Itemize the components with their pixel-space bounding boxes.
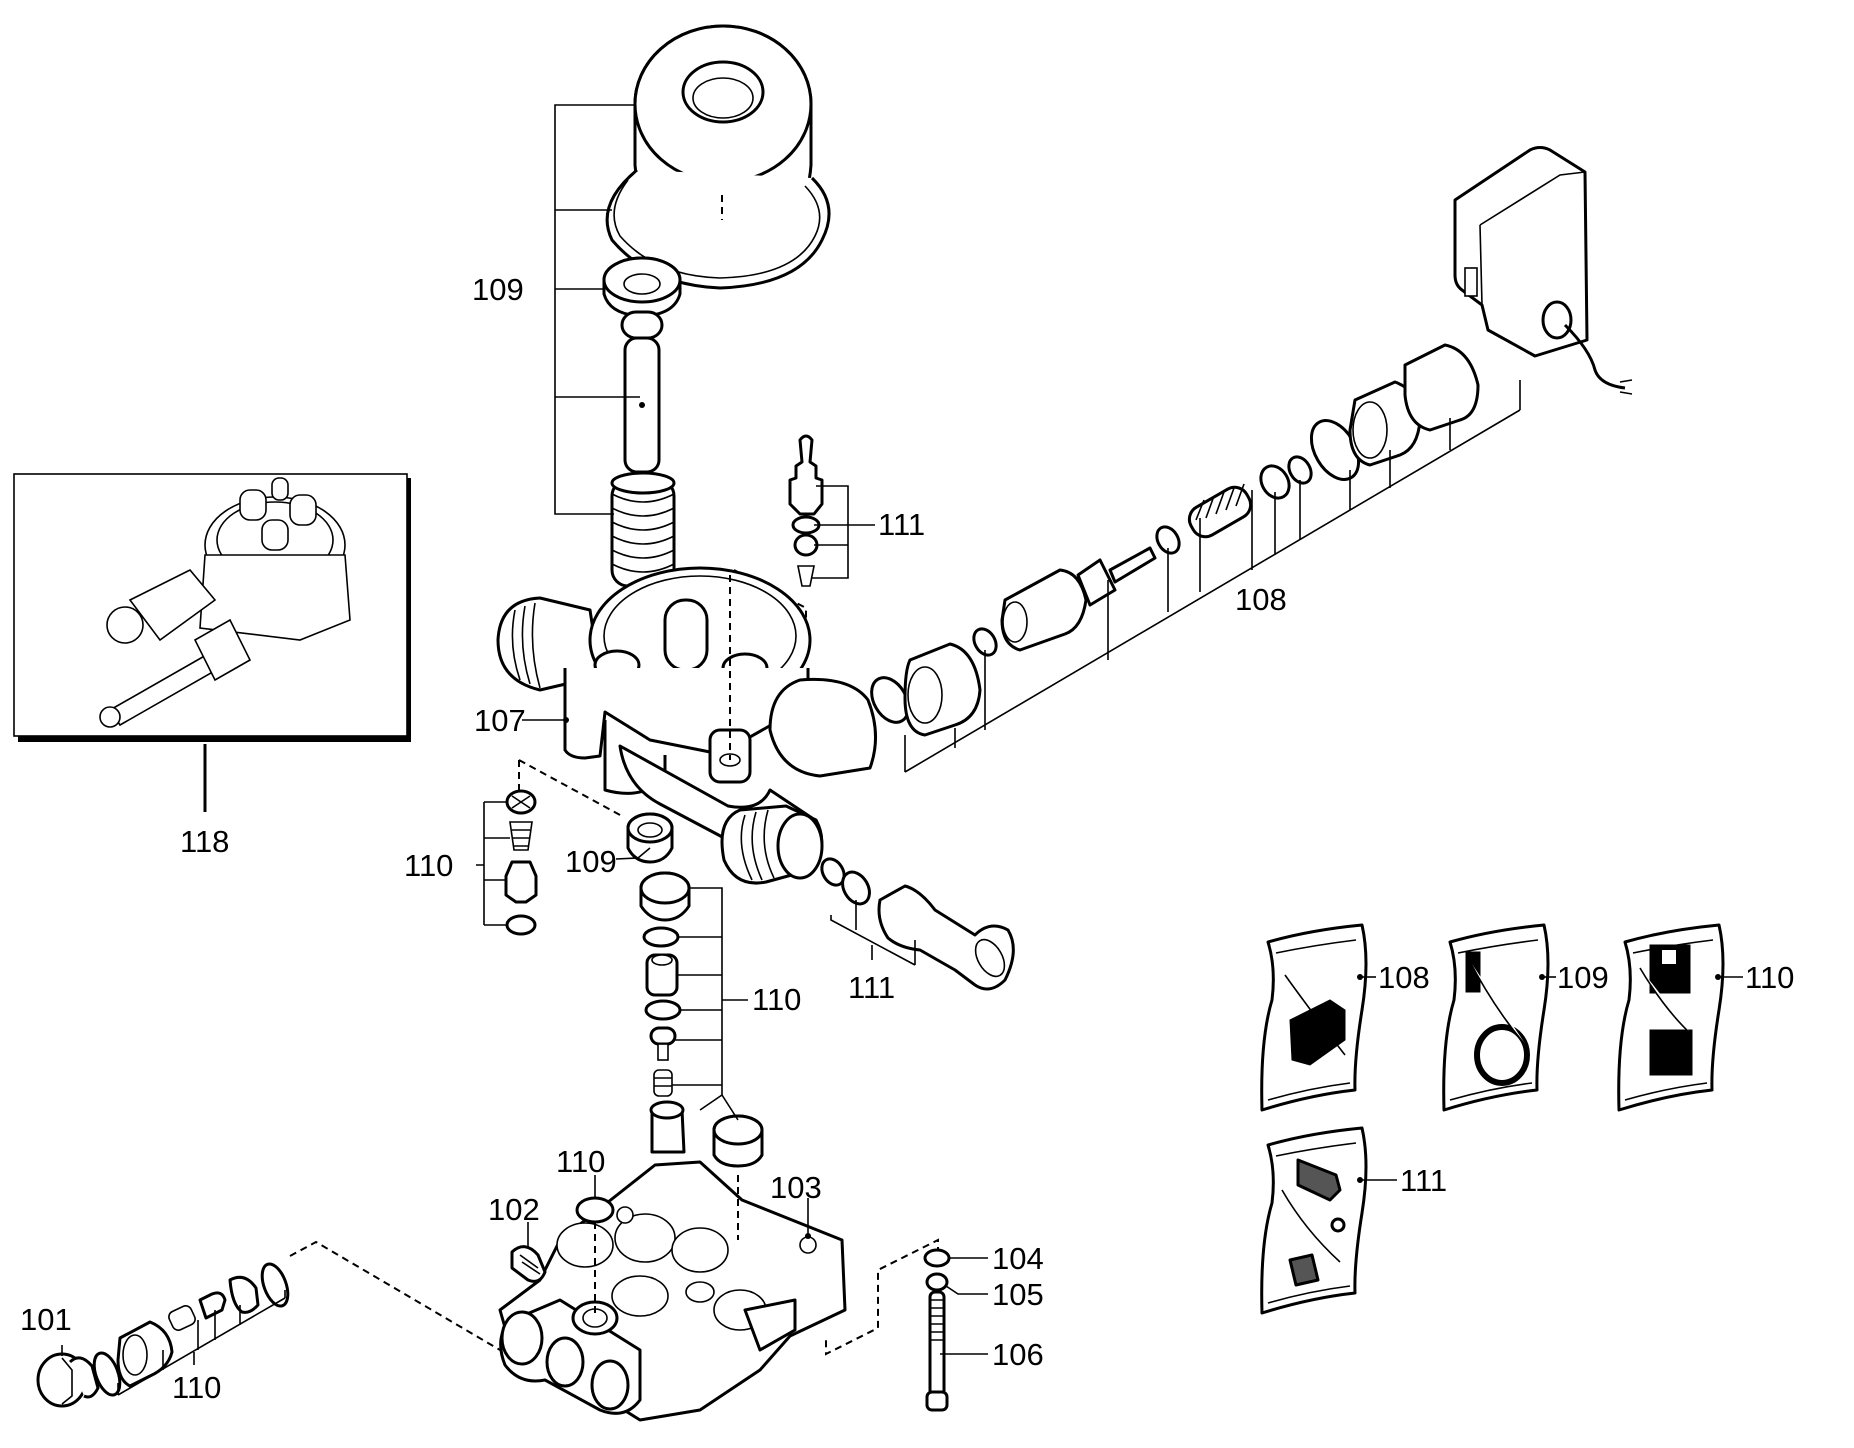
check-valve-kit-icon (1639, 944, 1693, 1076)
callout-109-top: 109 (472, 272, 524, 307)
callout-110-mid: 110 (752, 982, 801, 1017)
callout-104: 104 (992, 1241, 1044, 1276)
callout-107: 107 (474, 703, 526, 738)
kit-bag-110[interactable] (1617, 923, 1743, 1112)
callout-111-mid: 111 (848, 970, 895, 1005)
callout-106: 106 (992, 1337, 1044, 1372)
large-o-ring-part (605, 168, 831, 290)
left-check-valve-parts (476, 759, 621, 936)
callout-108-upper: 108 (1235, 582, 1287, 617)
seal-kit-icon (1465, 951, 1530, 1086)
kit-label-108: 108 (1378, 960, 1430, 995)
callout-110-manifold: 110 (556, 1144, 605, 1179)
assembled-pump-inset (13, 473, 411, 812)
unloader-assembly (870, 146, 1633, 773)
kit-bag-111[interactable] (1260, 1126, 1397, 1315)
kit-bag-109[interactable] (1442, 923, 1556, 1112)
unloader-valve-kit-icon (1284, 974, 1346, 1066)
callout-111-top: 111 (878, 507, 925, 542)
kit-label-109: 109 (1557, 960, 1609, 995)
kit-bag-108[interactable] (1260, 923, 1376, 1112)
callout-110-bottom: 110 (172, 1370, 221, 1405)
callout-118: 118 (180, 824, 229, 859)
manifold-part (496, 566, 878, 885)
bolt-stack (825, 1238, 988, 1412)
callout-103: 103 (770, 1170, 822, 1205)
callout-101: 101 (20, 1302, 72, 1337)
mid-valve-stack (615, 812, 764, 1168)
manifold-o-ring-part (575, 1175, 615, 1224)
kit-label-111: 111 (1400, 1163, 1447, 1198)
injector-kit-icon (1281, 1158, 1346, 1287)
piston-spring-part (610, 471, 676, 588)
piston-part (620, 310, 664, 474)
lower-manifold-part (498, 1160, 847, 1422)
injector-parts (820, 857, 1015, 991)
assembled-pump-illustration (99, 477, 351, 728)
pressure-switch-part (1453, 146, 1633, 395)
piston-seal-stack (554, 24, 831, 588)
callout-110-left: 110 (404, 848, 453, 883)
seal-ring-part (602, 256, 682, 318)
side-valve-parts (36, 1240, 501, 1408)
callout-105: 105 (992, 1277, 1044, 1312)
callout-109-mid: 109 (565, 844, 617, 879)
plug-part (510, 1222, 547, 1283)
kit-label-110: 110 (1745, 960, 1794, 995)
callout-102: 102 (488, 1192, 540, 1227)
